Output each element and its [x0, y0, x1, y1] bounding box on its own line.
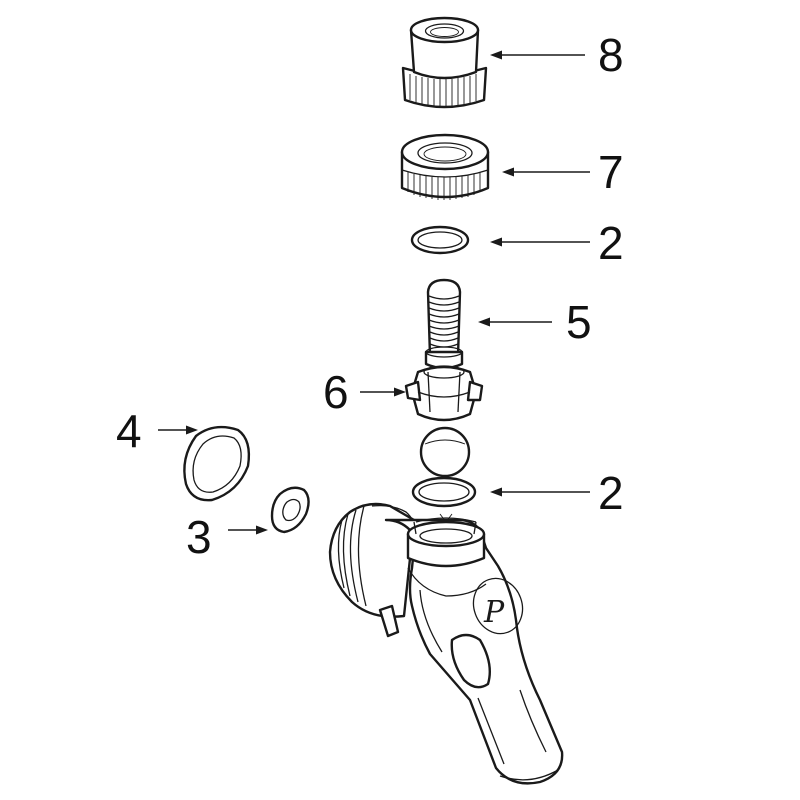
callout-labels: 8 7 2 5 6 4 2 3	[116, 29, 624, 563]
part-valve-ball	[419, 426, 471, 478]
part-o-ring-lower	[411, 476, 477, 508]
part-valve-collar	[404, 365, 484, 422]
part-shank-washer-small	[270, 486, 310, 534]
part-shank-washer-large	[183, 425, 251, 502]
part-faucet-body: P	[328, 502, 564, 785]
callout-2-upper: 2	[598, 217, 624, 269]
callout-7: 7	[598, 146, 624, 198]
brand-logo-mark: P	[483, 595, 505, 630]
callout-arrows	[158, 50, 590, 535]
part-coupling-nut	[400, 133, 490, 200]
callout-8: 8	[598, 29, 624, 81]
callout-6: 6	[323, 366, 349, 418]
callout-2-lower: 2	[598, 467, 624, 519]
part-o-ring-upper	[410, 225, 470, 255]
callout-5: 5	[566, 296, 592, 348]
part-ring-nut-cap	[401, 16, 488, 109]
callout-3: 3	[186, 511, 212, 563]
part-threaded-lever-stem	[424, 278, 464, 370]
callout-4: 4	[116, 405, 142, 457]
